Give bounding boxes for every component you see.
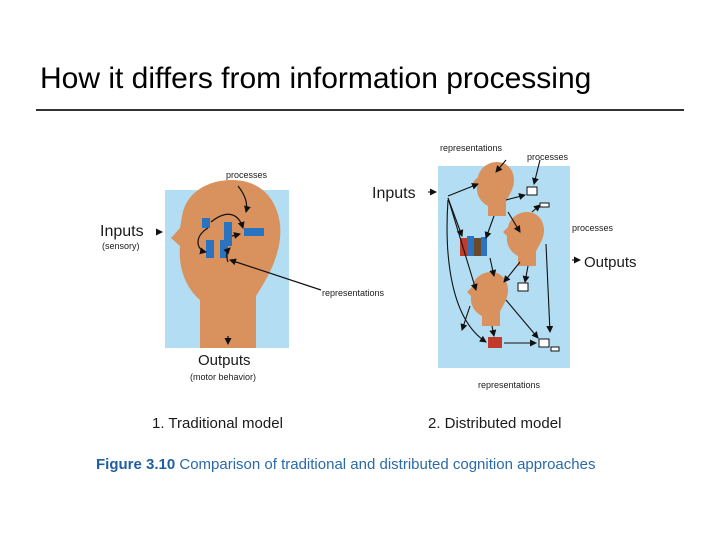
traditional-model: processes Inputs (sensory) Outputs (moto…	[100, 170, 322, 432]
traditional-representations-label: representations	[322, 288, 385, 298]
process-block	[206, 240, 214, 258]
books-icon	[460, 236, 487, 256]
figure-caption-text: Comparison of traditional and distribute…	[179, 456, 596, 473]
distributed-model: representations processes Inputs process…	[372, 143, 637, 432]
distributed-head	[473, 162, 514, 216]
process-block	[224, 222, 232, 246]
distributed-processes-top-label: processes	[527, 152, 569, 162]
process-block	[202, 218, 210, 228]
title-divider	[36, 109, 684, 111]
traditional-arrows	[156, 185, 322, 345]
figure-number: Figure 3.10	[96, 456, 176, 473]
distributed-representations-top-label: representations	[440, 143, 503, 153]
figure-caption: Figure 3.10 Comparison of traditional an…	[96, 456, 595, 473]
process-block	[244, 228, 264, 236]
traditional-inputs-sub: (sensory)	[102, 241, 140, 251]
traditional-head	[171, 180, 281, 348]
distributed-representations-bottom-label: representations	[478, 380, 541, 390]
computer-icon	[517, 186, 560, 352]
distributed-outputs-label: Outputs	[584, 254, 637, 271]
slide-title: How it differs from information processi…	[40, 62, 592, 95]
distributed-head	[503, 212, 544, 266]
distributed-processes-right-label: processes	[572, 223, 614, 233]
traditional-processes-label: processes	[226, 170, 268, 180]
distributed-model-label: 2. Distributed model	[428, 415, 561, 432]
distributed-arrows	[428, 159, 581, 347]
traditional-model-label: 1. Traditional model	[152, 415, 283, 432]
traditional-outputs-sub: (motor behavior)	[190, 372, 256, 382]
traditional-inputs-label: Inputs	[100, 223, 144, 240]
distributed-inputs-label: Inputs	[372, 185, 416, 202]
traditional-outputs-label: Outputs	[198, 352, 251, 369]
telephone-icon	[488, 337, 502, 348]
